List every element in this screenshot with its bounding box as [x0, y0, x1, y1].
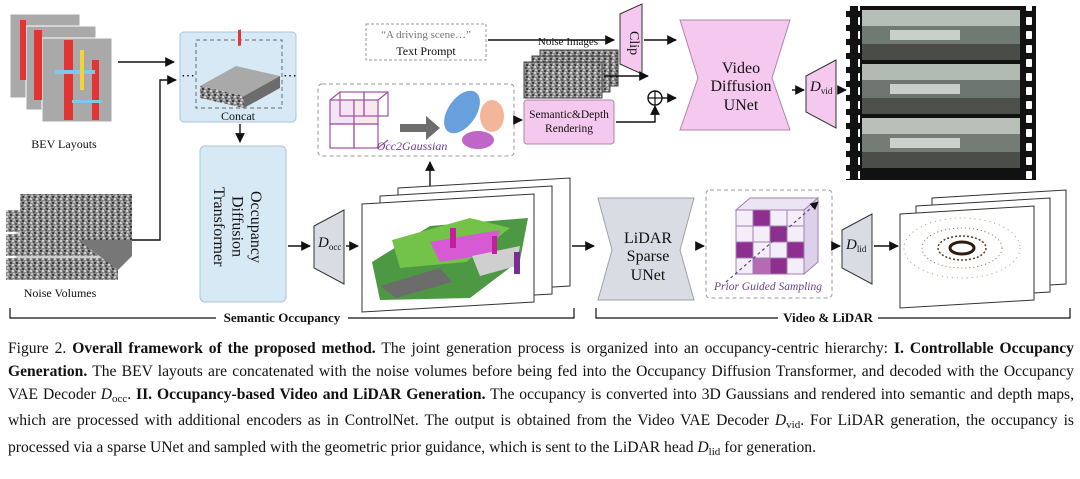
- caption-text-1: The joint generation process is organize…: [381, 340, 889, 357]
- bev-layouts-stack: [9, 13, 113, 123]
- occupancy-output-stack: [361, 177, 571, 313]
- occupancy-transformer-box: [199, 145, 287, 303]
- bev-layouts-label: BEV Layouts: [31, 137, 97, 151]
- occ2gaussian-label: Occ2Gaussian: [376, 139, 448, 153]
- concat-label: Concat: [221, 109, 255, 123]
- caption-label: Figure 2.: [8, 340, 67, 357]
- d-occ-symbol: Docc: [318, 235, 342, 252]
- caption-text-4: . For LiDAR generation, the occupancy is…: [8, 412, 1075, 457]
- caption-d-lid: Dlid: [697, 439, 721, 459]
- d-lid-symbol: Dlid: [846, 237, 867, 254]
- noise-images-stack: [523, 49, 619, 99]
- d-vid-symbol: Dvid: [810, 79, 833, 96]
- gaussian-orange: [480, 100, 504, 132]
- voxel-cubes: [329, 91, 389, 149]
- flow-arrows: [118, 35, 899, 251]
- gaussian-blue: [444, 90, 480, 134]
- occupancy-transformer-label: Occupancy Diffusion Transformer: [210, 187, 264, 267]
- occ-decoder: [313, 209, 345, 285]
- gaussian-purple: [462, 131, 494, 149]
- figure-caption: Figure 2. Overall framework of the propo…: [8, 338, 1074, 464]
- noise-volumes-stack: [6, 194, 132, 280]
- text-prompt-label: Text Prompt: [396, 44, 456, 58]
- prior-sampling-label: Prior Guided Sampling: [714, 281, 822, 293]
- caption-text-5: for generation.: [724, 439, 816, 457]
- text-prompt-box: [365, 23, 487, 61]
- noise-images-label: Noise Images: [537, 36, 599, 48]
- caption-title: Overall framework of the proposed method…: [72, 340, 376, 357]
- caption-part1-title: I. Controllable Occupancy Generation.: [8, 340, 1074, 380]
- caption-part2-title: II. Occupancy-based Video and LiDAR Gene…: [136, 385, 486, 403]
- section-brackets: [9, 308, 1071, 319]
- lidar-output-stack: [899, 189, 1067, 309]
- svg-text:⋯: ⋯: [181, 69, 195, 84]
- framework-figure: ⋯ ⋯: [6, 3, 1071, 319]
- vid-decoder: [805, 59, 837, 129]
- noise-volumes-label: Noise Volumes: [23, 286, 97, 300]
- clip-label: Clip: [626, 30, 641, 56]
- rendering-box: [523, 99, 615, 145]
- video-unet-label: Video Diffusion UNet: [710, 60, 772, 114]
- semantic-occupancy-section-label: Semantic Occupancy: [223, 310, 341, 325]
- voxel-grid: [734, 196, 820, 276]
- video-unet-box: [679, 19, 791, 131]
- rendering-label: Semantic&Depth Rendering: [529, 109, 609, 135]
- lidar-unet-label: LiDAR Sparse UNet: [624, 230, 672, 284]
- lidar-unet-box: [597, 197, 695, 301]
- caption-d-vid: Dvid: [774, 412, 801, 432]
- svg-text:⋯: ⋯: [283, 69, 297, 84]
- caption-text-2: The BEV layouts are concatenated with th…: [8, 362, 1074, 403]
- caption-text-2-end: .: [127, 385, 132, 403]
- film-strip: [846, 6, 1036, 180]
- lid-decoder: [841, 213, 873, 285]
- text-prompt-quote: “A driving scene…”: [381, 29, 471, 41]
- video-lidar-section-label: Video & LiDAR: [783, 310, 873, 325]
- caption-text-3: The occupancy is converted into 3D Gauss…: [8, 385, 1075, 430]
- caption-d-occ: Docc: [100, 385, 128, 405]
